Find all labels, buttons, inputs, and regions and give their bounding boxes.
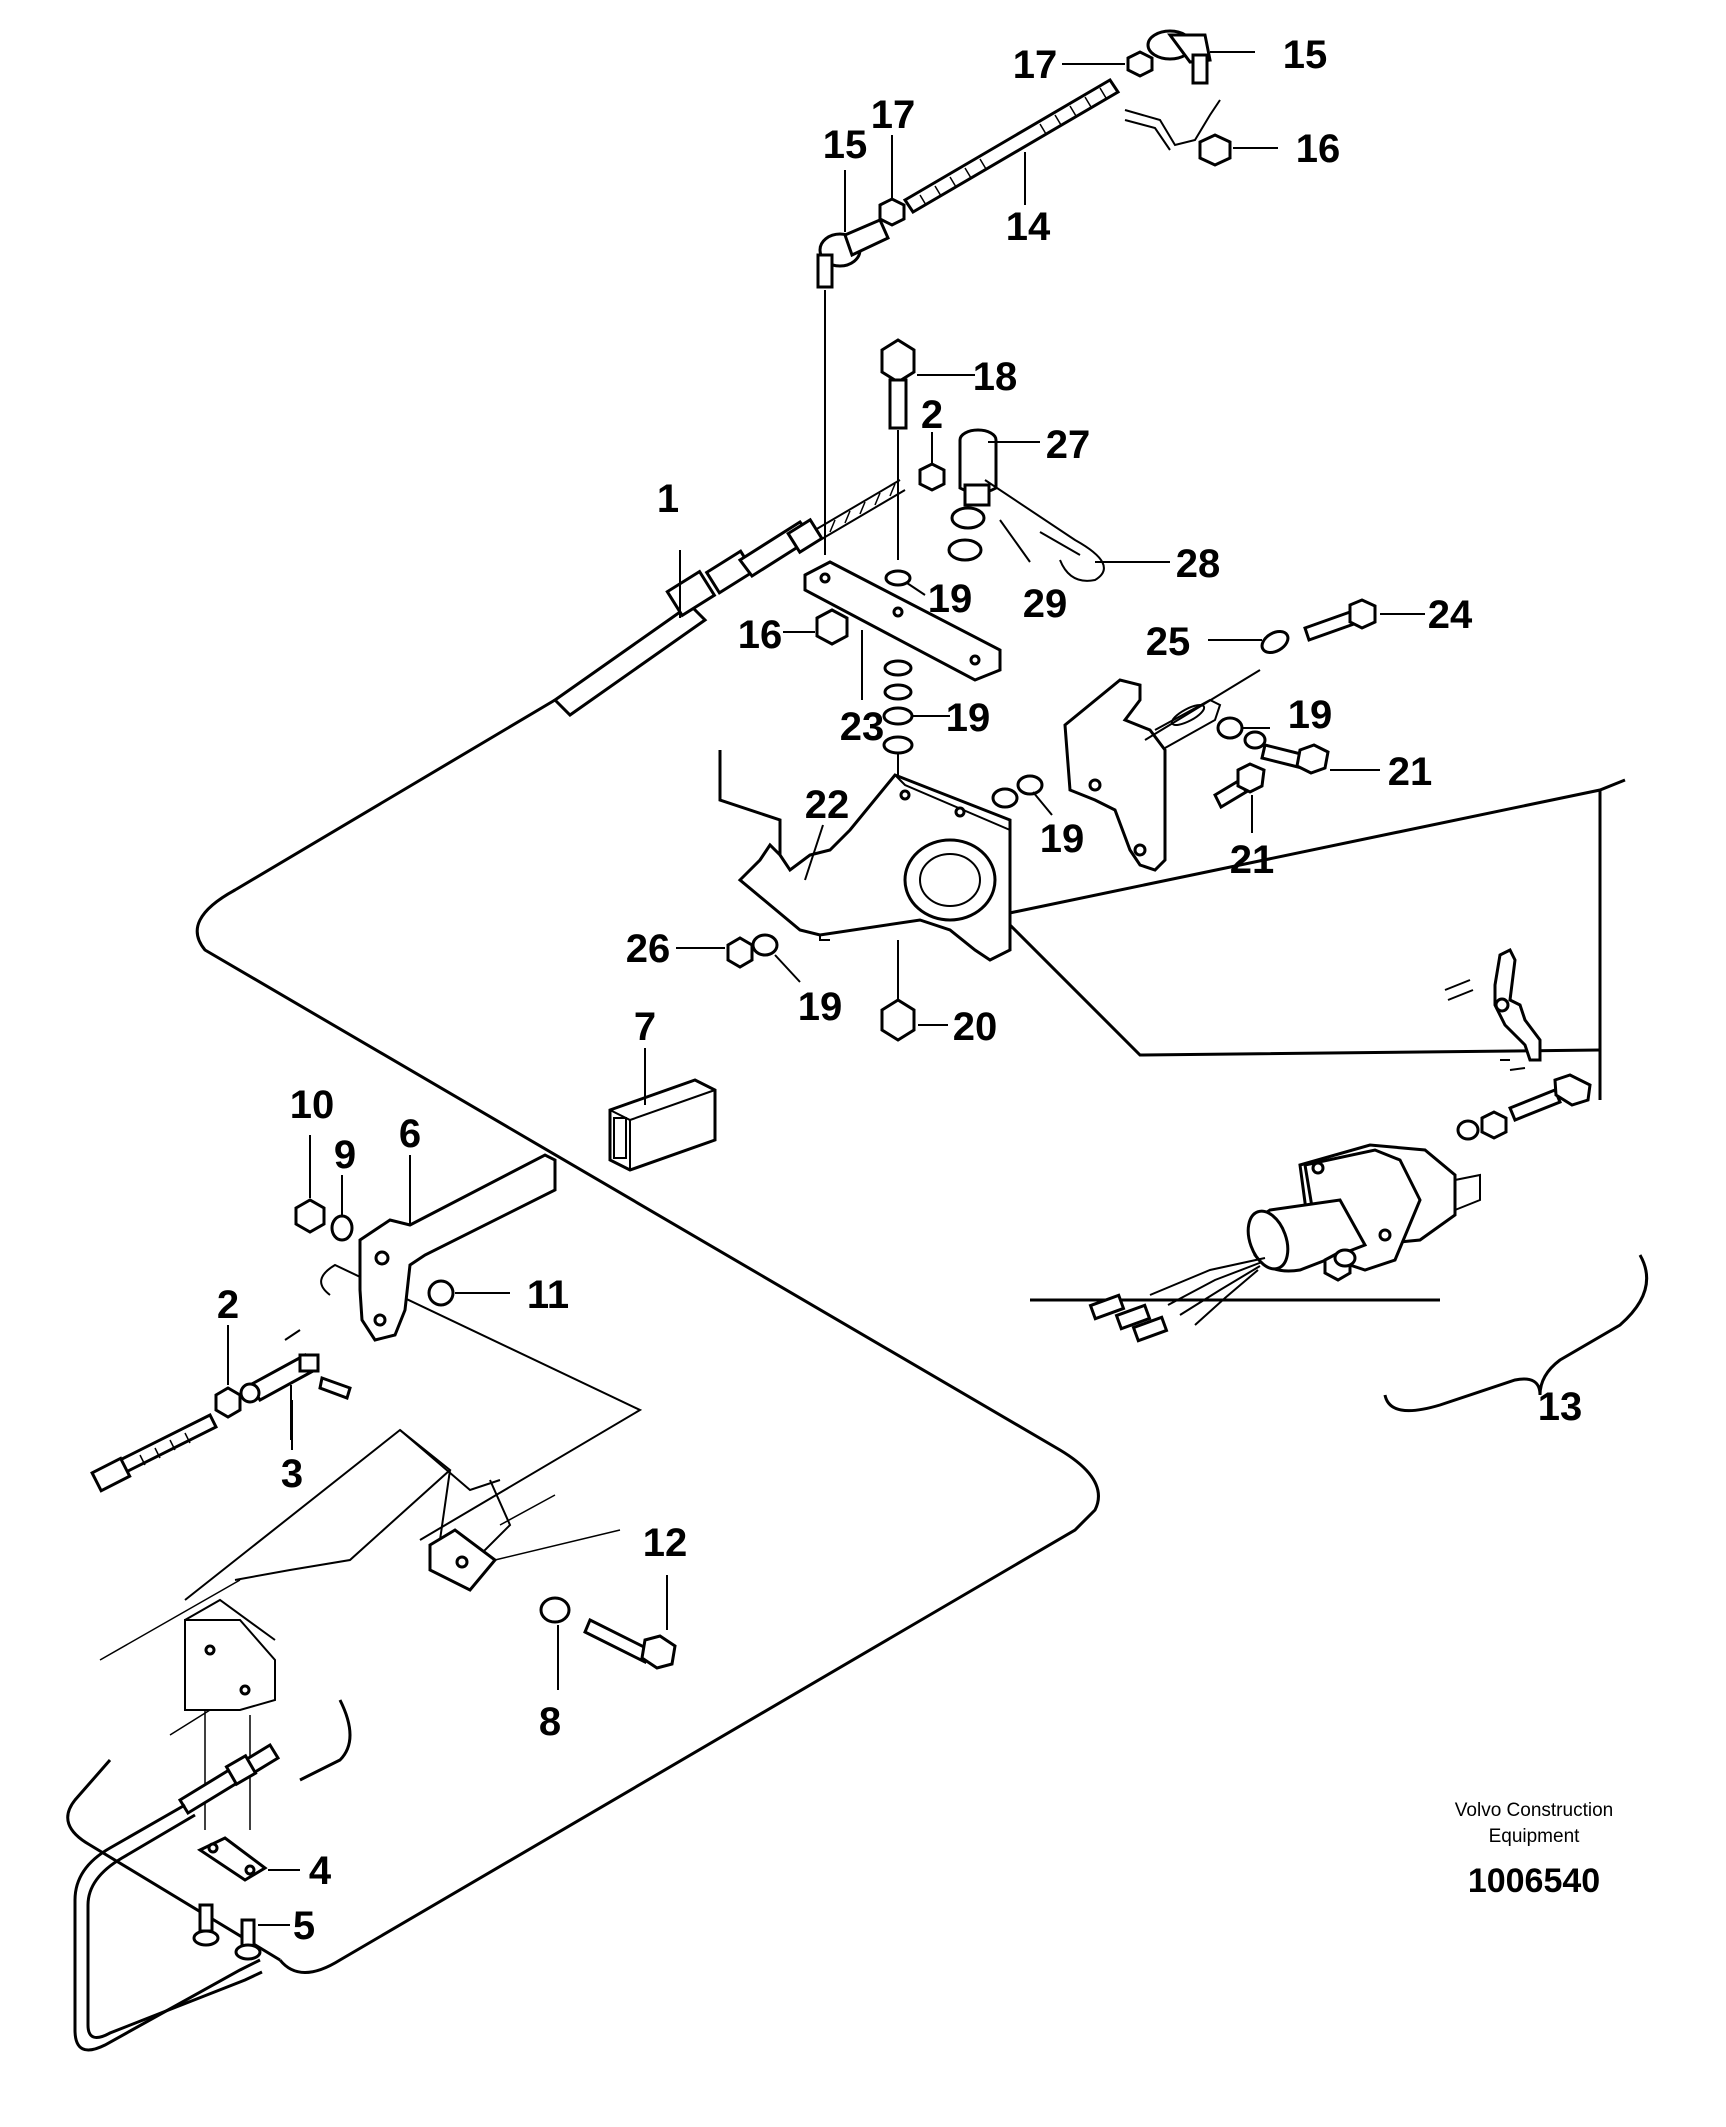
label-22: 22 xyxy=(805,783,850,827)
label-19-e: 19 xyxy=(798,985,843,1029)
spring-clip-28 xyxy=(984,479,1105,582)
label-24: 24 xyxy=(1428,593,1473,637)
label-5: 5 xyxy=(293,1904,315,1948)
label-2-lower: 2 xyxy=(217,1283,239,1327)
label-15-left: 15 xyxy=(823,123,868,167)
rod-end-15-upper xyxy=(1124,29,1221,151)
label-19-d: 19 xyxy=(1040,817,1085,861)
label-23: 23 xyxy=(840,705,885,749)
nut-2-upper xyxy=(918,462,946,492)
bracket-22 xyxy=(737,773,1012,962)
washer-11 xyxy=(427,1279,455,1307)
washer-19-mid xyxy=(991,774,1044,809)
label-13: 13 xyxy=(1538,1385,1583,1429)
label-25: 25 xyxy=(1146,620,1191,664)
label-21-lower: 21 xyxy=(1230,838,1275,882)
label-4: 4 xyxy=(309,1849,332,1893)
label-18: 18 xyxy=(973,355,1018,399)
label-19-a: 19 xyxy=(928,577,973,621)
cable-rod-lower xyxy=(90,1412,219,1493)
label-17-upper: 17 xyxy=(1013,43,1058,87)
washer-25 xyxy=(1260,630,1290,654)
nut-10 xyxy=(294,1198,326,1234)
washer-29 xyxy=(947,506,986,562)
leader-lines xyxy=(227,51,1425,1926)
label-6: 6 xyxy=(399,1112,421,1156)
bracket-right xyxy=(1063,669,1261,872)
label-14: 14 xyxy=(1006,205,1051,249)
nut-16-upper xyxy=(1198,133,1232,167)
clip-4 xyxy=(196,1836,268,1882)
bolt-18 xyxy=(880,338,916,560)
bolt-24 xyxy=(1303,598,1377,642)
washer-9 xyxy=(330,1214,354,1242)
label-21-upper: 21 xyxy=(1388,750,1433,794)
block-7 xyxy=(608,1078,717,1172)
nut-26 xyxy=(726,936,754,969)
footer: Volvo Construction Equipment 1006540 xyxy=(1455,1800,1613,1900)
threaded-rod-14 xyxy=(902,77,1121,215)
label-16-upper: 16 xyxy=(1296,127,1341,171)
label-17-left: 17 xyxy=(871,93,916,137)
label-19-c: 19 xyxy=(1288,693,1333,737)
reference-number: 1006540 xyxy=(1468,1862,1600,1900)
washer-stack-19 xyxy=(882,659,914,780)
pin-27 xyxy=(958,428,998,507)
brand-line-1: Volvo Construction xyxy=(1455,1800,1613,1821)
label-16-center: 16 xyxy=(738,613,783,657)
label-26: 26 xyxy=(626,927,671,971)
nut-17-left xyxy=(878,197,906,227)
solenoid-assembly-13 xyxy=(1088,947,1592,1343)
label-27: 27 xyxy=(1046,423,1091,467)
nut-2-lower xyxy=(214,1386,242,1419)
brand-line-2: Equipment xyxy=(1489,1826,1581,1847)
label-3: 3 xyxy=(281,1452,303,1496)
rod-end-15-left xyxy=(816,218,890,555)
cable-loop-lower xyxy=(73,1742,281,2052)
washer-19-right xyxy=(1216,716,1267,750)
label-28: 28 xyxy=(1176,542,1221,586)
label-29: 29 xyxy=(1023,582,1068,626)
label-19-b: 19 xyxy=(946,696,991,740)
clevis-3 xyxy=(239,1329,352,1440)
washer-19-left xyxy=(751,933,779,957)
label-11: 11 xyxy=(527,1273,569,1317)
label-1: 1 xyxy=(657,477,679,521)
label-12: 12 xyxy=(643,1521,688,1565)
screw-5-right xyxy=(234,1918,262,1961)
label-20: 20 xyxy=(953,1005,998,1049)
nut-17-upper xyxy=(1126,50,1154,78)
label-2-upper: 2 xyxy=(921,393,943,437)
bolt-21-upper xyxy=(1260,743,1330,775)
label-9: 9 xyxy=(334,1133,356,1177)
assembly-outline xyxy=(66,698,1626,1974)
lever-6 xyxy=(358,1153,557,1342)
bracket-23 xyxy=(803,560,1002,682)
nut-16-center xyxy=(815,608,849,646)
control-cable-1 xyxy=(552,479,906,717)
brace-13 xyxy=(1383,1254,1649,1413)
pedal-housing xyxy=(99,1428,621,1830)
label-7: 7 xyxy=(634,1005,656,1049)
bolt-12 xyxy=(583,1617,677,1670)
washer-8 xyxy=(539,1596,571,1624)
label-10: 10 xyxy=(290,1083,335,1127)
label-15-upper: 15 xyxy=(1283,33,1328,77)
bolt-21-lower xyxy=(1213,762,1266,810)
part-labels: 1 2 2 3 4 5 6 7 8 9 10 11 12 13 14 15 15… xyxy=(217,33,1582,1948)
label-8: 8 xyxy=(539,1700,561,1744)
screw-5-left xyxy=(192,1903,220,1947)
